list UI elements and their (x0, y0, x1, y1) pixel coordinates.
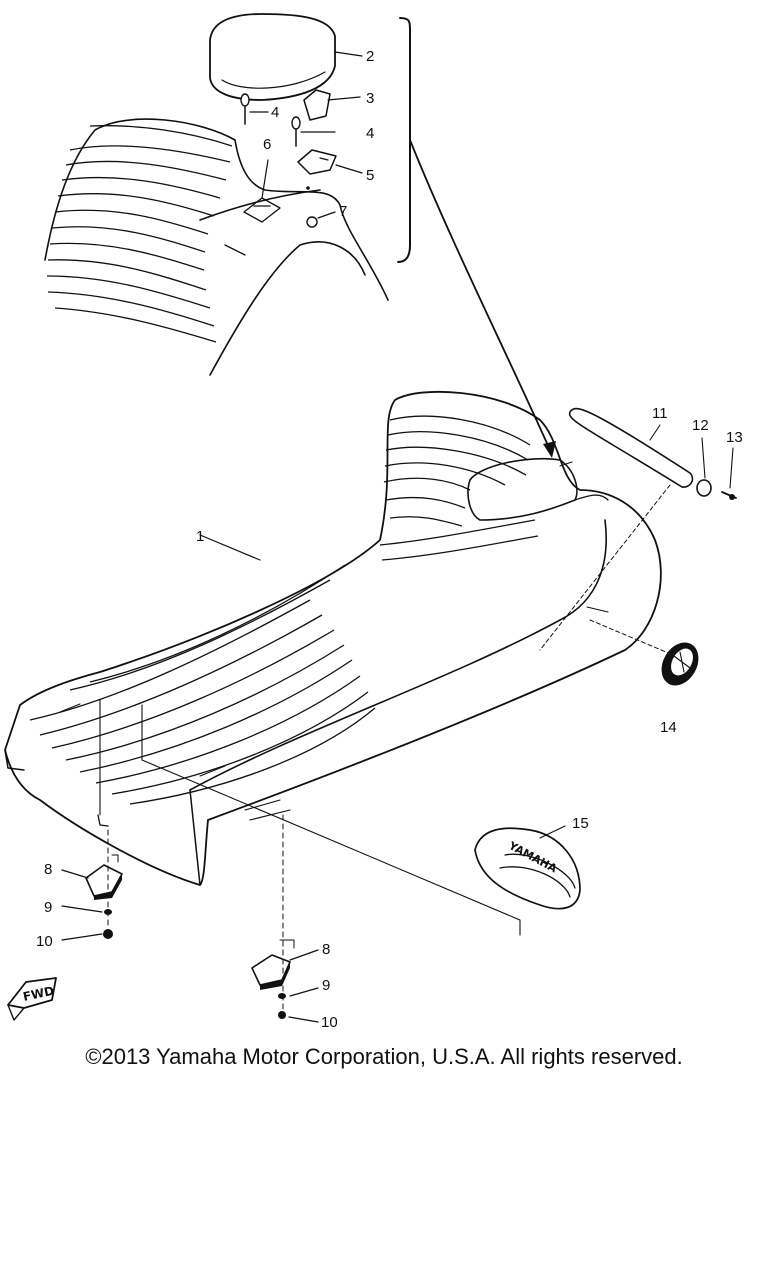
parts-diagram: YAMAHA FWD 2 3 4 4 6 5 7 (4, 13, 743, 1031)
fwd-label: FWD (22, 984, 56, 1004)
callout-6: 6 (263, 136, 271, 153)
callout-10: 10 (36, 933, 53, 950)
part-13-bolt (721, 447, 737, 500)
callout-11: 11 (652, 405, 668, 422)
part-4-rivet (240, 93, 336, 147)
callout-8: 8 (322, 941, 330, 958)
callout-5: 5 (366, 167, 374, 184)
callout-1: 1 (196, 528, 204, 545)
callout-9: 9 (44, 899, 52, 916)
callout-8: 8 (44, 861, 52, 878)
callout-4: 4 (271, 104, 279, 121)
part-8-clip (61, 864, 319, 990)
part-3-clip (303, 89, 361, 121)
part-2-pad (209, 13, 363, 101)
callout-3: 3 (366, 90, 374, 107)
inset-bracket (397, 17, 411, 263)
part-11-rod (539, 407, 694, 661)
fwd-arrow-icon: FWD (7, 977, 57, 1021)
callout-labels: 2 3 4 4 6 5 7 1 11 12 13 14 15 8 9 10 8 … (36, 48, 743, 1031)
callout-15: 15 (572, 815, 589, 832)
part-15-tool-bag: YAMAHA (474, 825, 581, 910)
copyright-notice: ©2013 Yamaha Motor Corporation, U.S.A. A… (85, 1044, 683, 1069)
callout-13: 13 (726, 429, 743, 446)
part-14-emblem (661, 642, 699, 686)
inset-leader (409, 139, 551, 451)
callout-14: 14 (660, 719, 677, 736)
callout-12: 12 (692, 417, 709, 434)
part-12-washer (696, 437, 712, 497)
part-1-seat (4, 390, 662, 936)
callout-10: 10 (321, 1014, 338, 1031)
callout-2: 2 (366, 48, 374, 65)
callout-9: 9 (322, 977, 330, 994)
callout-4: 4 (366, 125, 374, 142)
inset-seat-detail (44, 118, 389, 376)
part-5-clip (297, 149, 363, 175)
callout-7: 7 (339, 203, 347, 220)
part-9-washer (61, 905, 319, 999)
part-10-screw (61, 929, 319, 1023)
